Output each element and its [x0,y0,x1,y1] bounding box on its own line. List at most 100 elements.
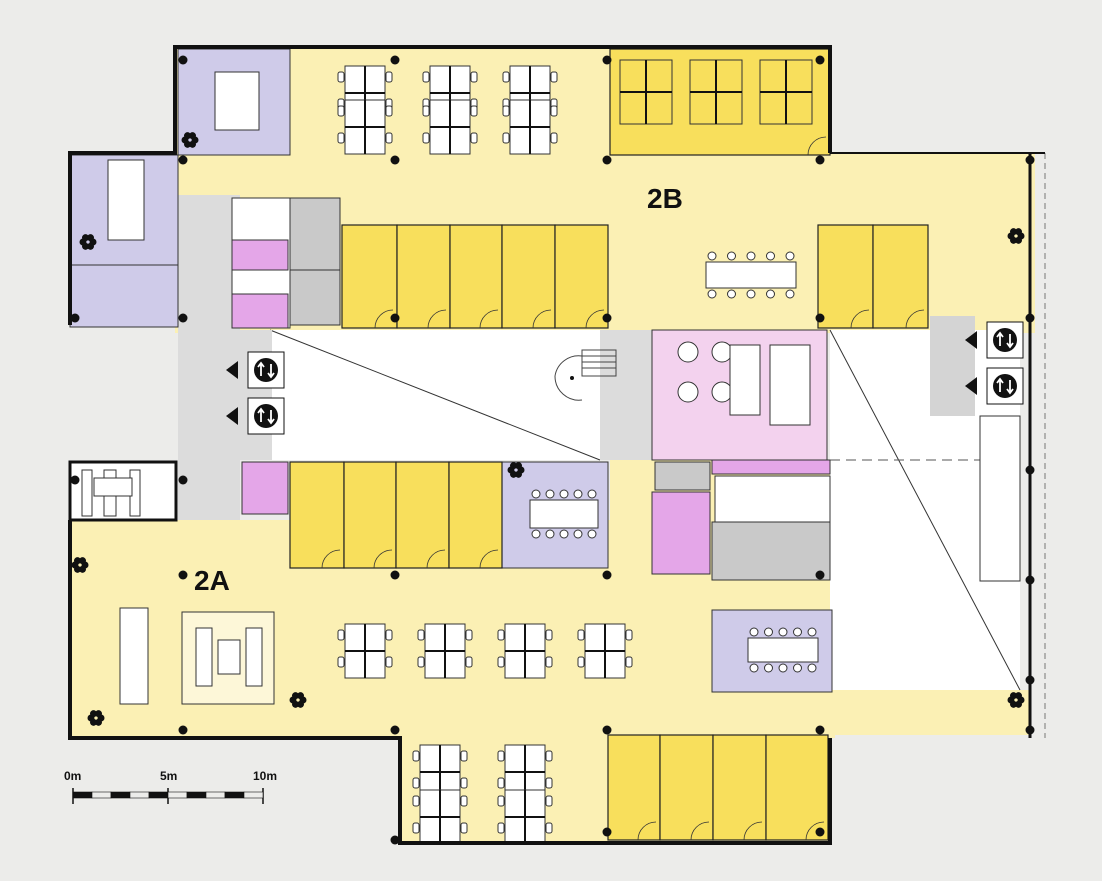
chair [502,132,510,144]
chair [385,132,393,144]
chair [807,627,817,637]
chair [412,795,420,807]
lift-icon [993,328,1017,352]
column [390,570,400,580]
column [602,55,612,65]
door-swing [690,821,710,841]
chair [766,251,775,261]
chair [531,529,541,539]
column [815,827,825,837]
chair [417,656,425,668]
door-swing [805,821,825,841]
lift-call-icon [965,331,977,349]
private-office [554,224,609,329]
chair [746,289,756,299]
chair [573,489,583,499]
chair [531,489,541,499]
plant-icon [292,692,299,700]
chair [559,489,569,499]
lift-icon [993,374,1017,398]
chair [545,529,555,539]
lift-arrows-icon [996,331,1014,349]
chair [550,132,558,144]
private-office [289,461,345,569]
cafe-table [711,381,733,403]
chair [749,663,759,673]
chair [559,529,569,539]
lift-call-icon [226,407,238,425]
chair [470,105,478,117]
column [390,155,400,165]
furniture [107,65,819,845]
door-swing [426,549,446,569]
private-office [343,461,397,569]
lift-arrows-icon [996,377,1014,395]
plant-icon [90,710,97,718]
chair [545,629,553,641]
chair [385,71,393,83]
cafe-bench-table [769,344,811,426]
private-office [872,224,929,329]
column [178,313,188,323]
plant-icon [515,462,522,470]
chair [707,289,717,299]
chair [337,105,345,117]
private-office [712,734,767,841]
chair [460,795,468,807]
chair [465,629,473,641]
plants [71,132,1025,726]
column [178,155,188,165]
zone-label-2a: 2A [194,565,230,596]
chair [460,822,468,834]
chair [550,71,558,83]
column [178,475,188,485]
plant-icon [95,710,102,718]
column [815,570,825,580]
column [602,313,612,323]
feature-stair [554,349,617,401]
private-office [607,734,661,841]
chair [385,105,393,117]
plant-icon [87,242,94,250]
coffee-table [217,639,241,675]
column [178,55,188,65]
scale-segment [72,791,93,799]
chair [422,132,430,144]
column [1025,675,1035,685]
plant-icon [1010,228,1017,236]
column [602,570,612,580]
chair [573,529,583,539]
private-office [448,461,503,569]
scale-bar: 0m 5m 10m [64,769,277,804]
door-swing [374,309,394,329]
chair [785,251,795,261]
plant-icon [87,234,94,242]
column [390,313,400,323]
scale-segment [91,791,112,799]
private-office [765,734,829,841]
lift-icon [254,404,278,428]
conference-table [747,637,819,663]
plant-icon [189,140,196,148]
private-office [449,224,503,329]
column [1025,465,1035,475]
chair [764,663,773,673]
chair [587,489,597,499]
chair [417,629,425,641]
column [178,725,188,735]
zone-label-2b: 2B [647,183,683,214]
plant-icon [95,718,102,726]
door-swing [637,821,657,841]
chair [727,251,736,261]
structural-columns [70,55,1035,845]
plant-icon [1015,692,1022,700]
chair [385,629,393,641]
chair [412,777,420,789]
private-office [501,224,556,329]
chair [749,627,759,637]
sofa [245,627,263,687]
column [1025,725,1035,735]
chair [385,656,393,668]
